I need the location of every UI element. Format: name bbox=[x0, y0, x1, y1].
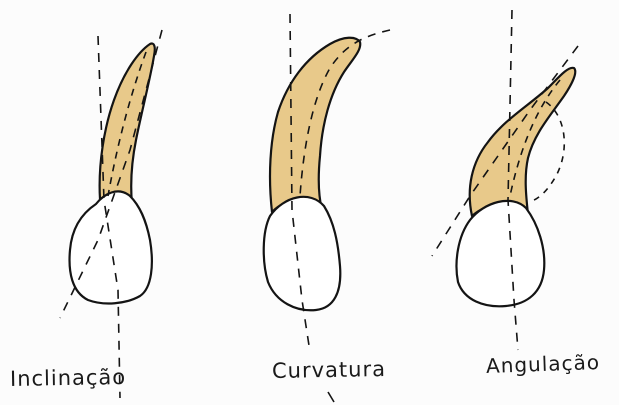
tooth-angulacao bbox=[432, 10, 578, 350]
tooth-angulacao-root bbox=[470, 68, 576, 216]
tooth-inclinacao-root bbox=[100, 44, 155, 205]
tooth-curvatura-root bbox=[270, 38, 360, 212]
label-angulacao: Angulação bbox=[486, 350, 601, 378]
tooth-angulacao-crown bbox=[457, 201, 545, 306]
tooth-inclinacao bbox=[60, 30, 162, 398]
tooth-curvatura-tick bbox=[328, 392, 334, 402]
tooth-curvatura bbox=[264, 14, 390, 402]
label-curvatura: Curvatura bbox=[272, 357, 386, 383]
label-inclinacao: Inclinação bbox=[10, 365, 127, 391]
